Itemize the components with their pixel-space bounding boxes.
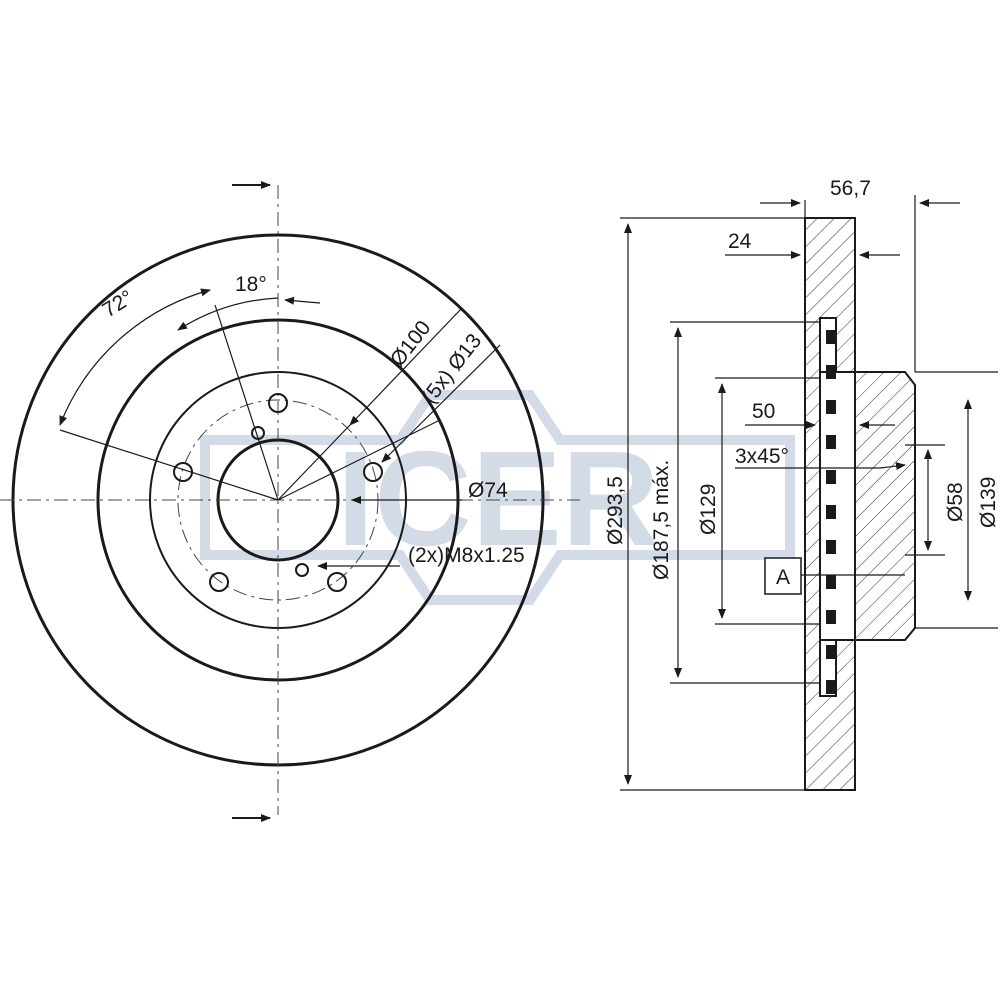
angle-line [277,424,351,501]
angle-18-label: 18° [235,273,267,296]
friction-diameter-label: Ø187,5 máx. [650,460,673,580]
brand-logo-text: ICER [337,423,660,574]
angle-arc-18-right [284,296,321,305]
hub-cavity [819,371,856,641]
bolt-hole [327,572,347,592]
angle-arc-18-left [177,297,279,331]
angle-line [214,304,279,501]
holes-leader [381,344,501,463]
chamfer-leader-tip [879,462,906,471]
pcd-leader [349,307,463,426]
threaded-hole [295,563,309,577]
brand-logo: ICER [200,390,795,605]
angle-arc-72 [59,288,211,426]
hub-section [854,371,916,641]
bore-diameter-label: Ø58 [944,482,967,522]
disc-thickness-label: 24 [728,230,752,253]
angle-72-label: 72° [98,286,137,322]
datum-box [764,557,802,595]
bolt-hole [363,462,383,482]
front-view: 72° 18° Ø100 (5x) Ø13 Ø74 (2x)M8x1.25 [0,181,580,822]
bolt-hole [268,393,288,413]
angle-line [277,419,441,501]
angle-line [59,429,279,501]
hub-diameter-label: Ø129 [697,484,720,535]
vent-fins [826,330,836,694]
hub-outer-diameter-label: Ø139 [977,477,1000,528]
bolt-hole [209,572,229,592]
chamfer-label: 3x45° [735,445,789,468]
outer-diameter-label: Ø293,5 [604,476,627,545]
threads-label: (2x)M8x1.25 [408,544,525,567]
center-bore-label: Ø74 [468,479,508,502]
hub-offset-label: 50 [752,400,775,423]
datum-label: A [776,566,790,589]
section-view: 56,7 24 50 3x45° A Ø293,5 Ø187,5 máx. Ø1… [604,177,1000,791]
total-height-label: 56,7 [830,177,871,200]
